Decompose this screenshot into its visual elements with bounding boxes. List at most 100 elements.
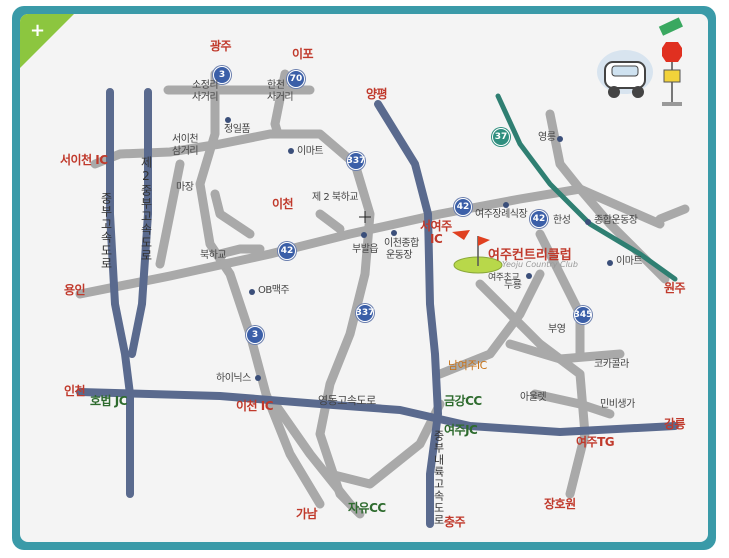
- label-buyeong: 부영: [548, 324, 566, 335]
- label-hancheon: 한천: [267, 80, 285, 91]
- car-icon: [597, 50, 653, 98]
- expressway-jung2: [128, 88, 152, 358]
- expressway-jungbu: [106, 88, 134, 498]
- route-badge-42-a: 42: [454, 198, 472, 216]
- label-yeoju-jc: 여주JC: [444, 423, 478, 437]
- expressway-jungbu-naeryuk: [374, 100, 442, 528]
- poi-dot: [249, 289, 255, 295]
- road-branch-h: [530, 389, 615, 419]
- label-wonju: 원주: [664, 281, 686, 295]
- label-jeongilpum: 정일품: [224, 124, 251, 135]
- expressway-yeongdong: [76, 388, 679, 436]
- route-badge-42-c: 42: [278, 242, 296, 260]
- route-badge-337-b: 337: [356, 304, 374, 322]
- label-geumgang-cc: 금강CC: [444, 394, 482, 408]
- road-branch-c: [315, 209, 345, 234]
- label-hynix: 하이닉스: [216, 373, 251, 384]
- label-seoyeoju-ic: 서여주: [420, 219, 452, 233]
- label-yeongneung: 영릉: [538, 132, 556, 143]
- crosshair-icon: [359, 211, 371, 223]
- label-icheon-ic: 이천 IC: [236, 399, 274, 413]
- label-yeoju-funeral: 여주장례식장: [475, 209, 528, 220]
- road-route-345: [475, 279, 590, 499]
- label-seoicheon: 서이천: [172, 134, 199, 145]
- label-duryong: 두룡: [504, 280, 522, 291]
- label-aulet: 아울렛: [520, 392, 547, 403]
- road-branch-b: [215, 244, 265, 259]
- label-gana: 가남: [296, 507, 318, 521]
- label-emart-1: 이마트: [297, 146, 324, 157]
- route-badge-3: 3: [213, 66, 231, 84]
- label-jungbu-naeryuk-expressway: 중부내륙고속도로: [432, 430, 445, 526]
- road-branch-e: [535, 229, 585, 359]
- label-bubaleup: 부발읍: [352, 244, 379, 255]
- label-undongjang: 운동장: [386, 250, 413, 261]
- map-panel: + 3 70 337 37 42 42 42 3 337 345 광주 이포 소…: [20, 14, 708, 542]
- label-chungju: 충주: [444, 515, 466, 529]
- plus-corner[interactable]: [20, 14, 74, 68]
- label-incheon: 인천: [64, 384, 86, 398]
- road-route-337: [90, 129, 375, 519]
- road-route-42: [75, 184, 665, 299]
- road-map: [75, 17, 690, 528]
- label-gangneung: 강릉: [664, 417, 686, 431]
- road-branch-a: [210, 189, 255, 239]
- road-east-stub: [655, 204, 690, 224]
- road-branch-d: [155, 159, 185, 269]
- road-branch-j: [270, 399, 355, 509]
- label-jayu-cc: 자유CC: [348, 501, 386, 515]
- label-minbi: 민비생가: [600, 399, 635, 410]
- label-gwangju: 광주: [210, 39, 232, 53]
- label-bukhagyo-2: 제 2 북하교: [312, 192, 359, 203]
- poi-dot: [585, 219, 591, 225]
- label-nam-yeoju-ic: 남여주IC: [448, 359, 487, 372]
- route-badge-3-b: 3: [246, 326, 264, 344]
- label-sports-complex: 종합운동장: [594, 215, 638, 226]
- label-jungbu-expressway: 중부고속도로: [99, 192, 113, 270]
- poi-dot: [557, 136, 563, 142]
- label-samgeori: 삼거리: [172, 146, 199, 157]
- teal-route-37: [495, 93, 678, 282]
- poi-dot: [503, 202, 509, 208]
- stop-sign-icon: [658, 17, 683, 106]
- label-hobeop-jc: 호법 JC: [90, 394, 128, 408]
- label-sagori2: 사거리: [267, 92, 294, 103]
- label-janghowon: 장호원: [544, 497, 576, 511]
- plus-icon[interactable]: +: [30, 20, 46, 41]
- route-badge-42-b: 42: [530, 210, 548, 228]
- label-ipo: 이포: [292, 47, 314, 61]
- label-school: 여주초교: [488, 273, 520, 283]
- route-badge-70: 70: [287, 70, 305, 88]
- label-yeongdong-expressway: 영동고속도로: [318, 394, 376, 407]
- label-ic: IC: [430, 232, 443, 246]
- poi-dot: [607, 260, 613, 266]
- label-yeoju-tg: 여주TG: [576, 435, 615, 449]
- label-seoicheon-ic: 서이천 IC: [60, 153, 108, 167]
- route-badge-345: 345: [574, 306, 592, 324]
- route-badge-337: 337: [347, 152, 365, 170]
- label-club-name[interactable]: 여주컨트리클럽: [488, 248, 572, 263]
- road-branch-g: [505, 339, 625, 364]
- road-branch-f: [435, 269, 545, 379]
- label-majang: 마장: [176, 182, 194, 193]
- poi-dot: [225, 117, 231, 123]
- poi-dot: [361, 232, 367, 238]
- label-yongin: 용인: [64, 283, 86, 297]
- golf-flag-icon: [452, 230, 490, 266]
- label-yangpyeong: 양평: [366, 87, 388, 101]
- label-sagori1: 사거리: [192, 92, 219, 103]
- poi-dot: [391, 230, 397, 236]
- poi-dot: [255, 375, 261, 381]
- road-route-3: [195, 69, 325, 509]
- label-icheon: 이천: [272, 197, 294, 211]
- label-sojeongri: 소정리: [192, 80, 219, 91]
- road-branch-i: [325, 399, 445, 489]
- label-icheon-sports: 이천종합: [384, 238, 419, 249]
- poi-dot: [526, 273, 532, 279]
- expressways: [76, 88, 679, 528]
- label-emart-2: 이마트: [616, 256, 643, 267]
- label-club-sub: Yeoju Country Club: [502, 260, 578, 269]
- label-cocacola: 코카콜라: [594, 359, 629, 370]
- label-ob-beer: OB맥주: [258, 285, 290, 296]
- label-bukhagyo: 북하교: [200, 250, 227, 261]
